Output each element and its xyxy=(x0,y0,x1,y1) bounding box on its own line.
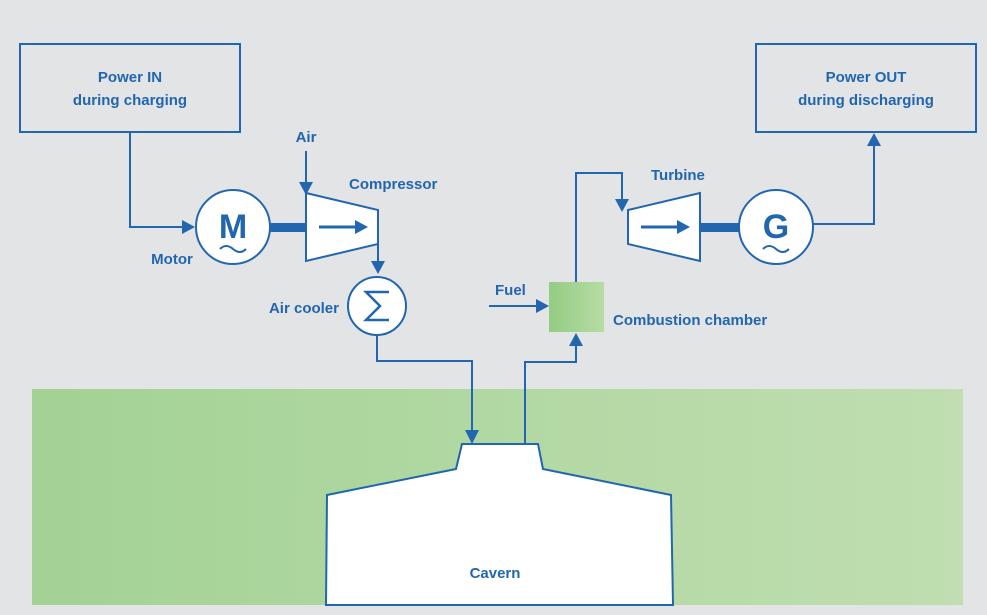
combustion-inlet-arrowhead xyxy=(569,333,583,346)
compressor-label: Compressor xyxy=(349,176,438,193)
compressor-icon xyxy=(305,191,379,263)
power-in-arrowhead xyxy=(182,220,195,234)
generator-symbol: G xyxy=(763,208,789,246)
cavern-shape xyxy=(324,443,675,606)
generator-shaft xyxy=(700,223,739,232)
fuel-label: Fuel xyxy=(495,282,526,299)
power-in-line xyxy=(129,132,182,228)
combustion-to-turbine-line xyxy=(575,172,623,282)
motor-label: Motor xyxy=(151,251,193,268)
motor-symbol: M xyxy=(219,208,247,246)
power-out-box xyxy=(755,43,977,133)
turbine-label: Turbine xyxy=(651,167,705,184)
power-in-title: Power IN xyxy=(98,69,162,86)
motor-icon: M xyxy=(195,189,271,265)
air-cooler-label: Air cooler xyxy=(269,300,339,317)
cavern-to-combustion-line xyxy=(524,346,577,444)
power-out-subtitle: during discharging xyxy=(798,92,934,109)
turbine-icon xyxy=(627,191,701,263)
cooler-to-cavern-line xyxy=(376,335,473,430)
fuel-arrowhead xyxy=(536,299,549,313)
generator-to-power-out-line xyxy=(813,146,875,225)
combustion-chamber-box xyxy=(549,282,604,332)
cooler-arrowhead xyxy=(371,261,385,274)
power-in-subtitle: during charging xyxy=(73,92,187,109)
generator-wave-icon xyxy=(762,245,790,253)
combustion-chamber-label: Combustion chamber xyxy=(613,312,767,329)
air-label: Air xyxy=(296,129,317,146)
power-in-box xyxy=(19,43,241,133)
power-out-arrowhead xyxy=(867,133,881,146)
motor-shaft xyxy=(270,223,306,232)
power-out-title: Power OUT xyxy=(826,69,907,86)
cavern-inlet-arrowhead xyxy=(465,430,479,444)
air-arrowhead xyxy=(299,182,313,195)
turbine-inlet-arrowhead xyxy=(615,199,629,212)
motor-wave-icon xyxy=(219,245,247,253)
cavern-label: Cavern xyxy=(470,565,521,582)
generator-icon: G xyxy=(738,189,814,265)
air-cooler-icon xyxy=(347,276,407,336)
